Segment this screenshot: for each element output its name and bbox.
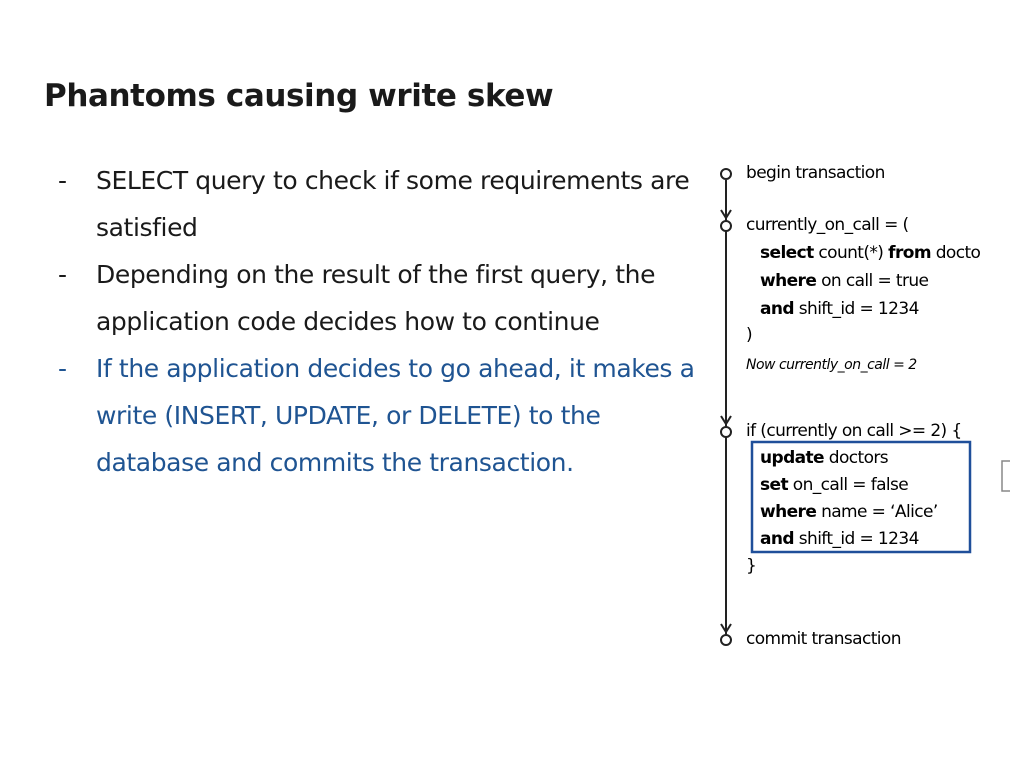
code-where2-line: where name = ‘Alice’ — [760, 502, 938, 522]
code-update-line: update doctors — [760, 448, 889, 468]
timeline-arrow — [720, 623, 732, 634]
code-begin: begin transaction — [746, 163, 885, 183]
code-if-line: if (currently on call >= 2) { — [746, 421, 962, 441]
code-set-line: set on_call = false — [760, 475, 909, 495]
bullet-text: SELECT query to check if some requiremen… — [96, 166, 690, 242]
keyword: where — [760, 271, 817, 291]
cropped-bracket — [1001, 460, 1010, 492]
timeline-graphic — [720, 168, 1010, 646]
bullet-dash: - — [58, 354, 67, 383]
code-commit: commit transaction — [746, 629, 902, 649]
bullet-dash: - — [58, 166, 67, 195]
slide-title: Phantoms causing write skew — [44, 78, 554, 114]
bullet-text: Depending on the result of the first que… — [96, 260, 656, 336]
code-where-line: where on call = true — [760, 271, 929, 291]
write-highlight-box — [750, 440, 972, 554]
bullet-item-select-query: - SELECT query to check if some requirem… — [58, 157, 698, 251]
bullet-item-write: - If the application decides to go ahead… — [58, 345, 698, 486]
transaction-diagram: begin transaction currently_on_call = ( … — [712, 150, 1024, 670]
code-and-line: and shift_id = 1234 — [760, 299, 919, 319]
keyword: where — [760, 502, 817, 522]
timeline-arrow — [720, 415, 732, 426]
timeline-node-if — [720, 426, 732, 438]
timeline-arrow — [720, 209, 732, 220]
keyword: select — [760, 243, 814, 263]
code-select-line: select count(*) from docto — [760, 243, 981, 263]
bullet-item-depending: - Depending on the result of the first q… — [58, 251, 698, 345]
code-close1: ) — [746, 325, 753, 345]
code-note: Now currently_on_call = 2 — [746, 357, 917, 373]
code-close2: } — [746, 556, 757, 576]
timeline-node-commit — [720, 634, 732, 646]
keyword: and — [760, 299, 795, 319]
code-step1-open: currently_on_call = ( — [746, 215, 909, 235]
code-and2-line: and shift_id = 1234 — [760, 529, 919, 549]
bullet-text: If the application decides to go ahead, … — [96, 354, 695, 477]
keyword: update — [760, 448, 825, 468]
timeline-node-begin — [720, 168, 732, 180]
bullet-dash: - — [58, 260, 67, 289]
bullet-list: - SELECT query to check if some requirem… — [58, 157, 698, 486]
keyword: and — [760, 529, 795, 549]
timeline-node-step1 — [720, 220, 732, 232]
keyword: from — [888, 243, 931, 263]
keyword: set — [760, 475, 789, 495]
